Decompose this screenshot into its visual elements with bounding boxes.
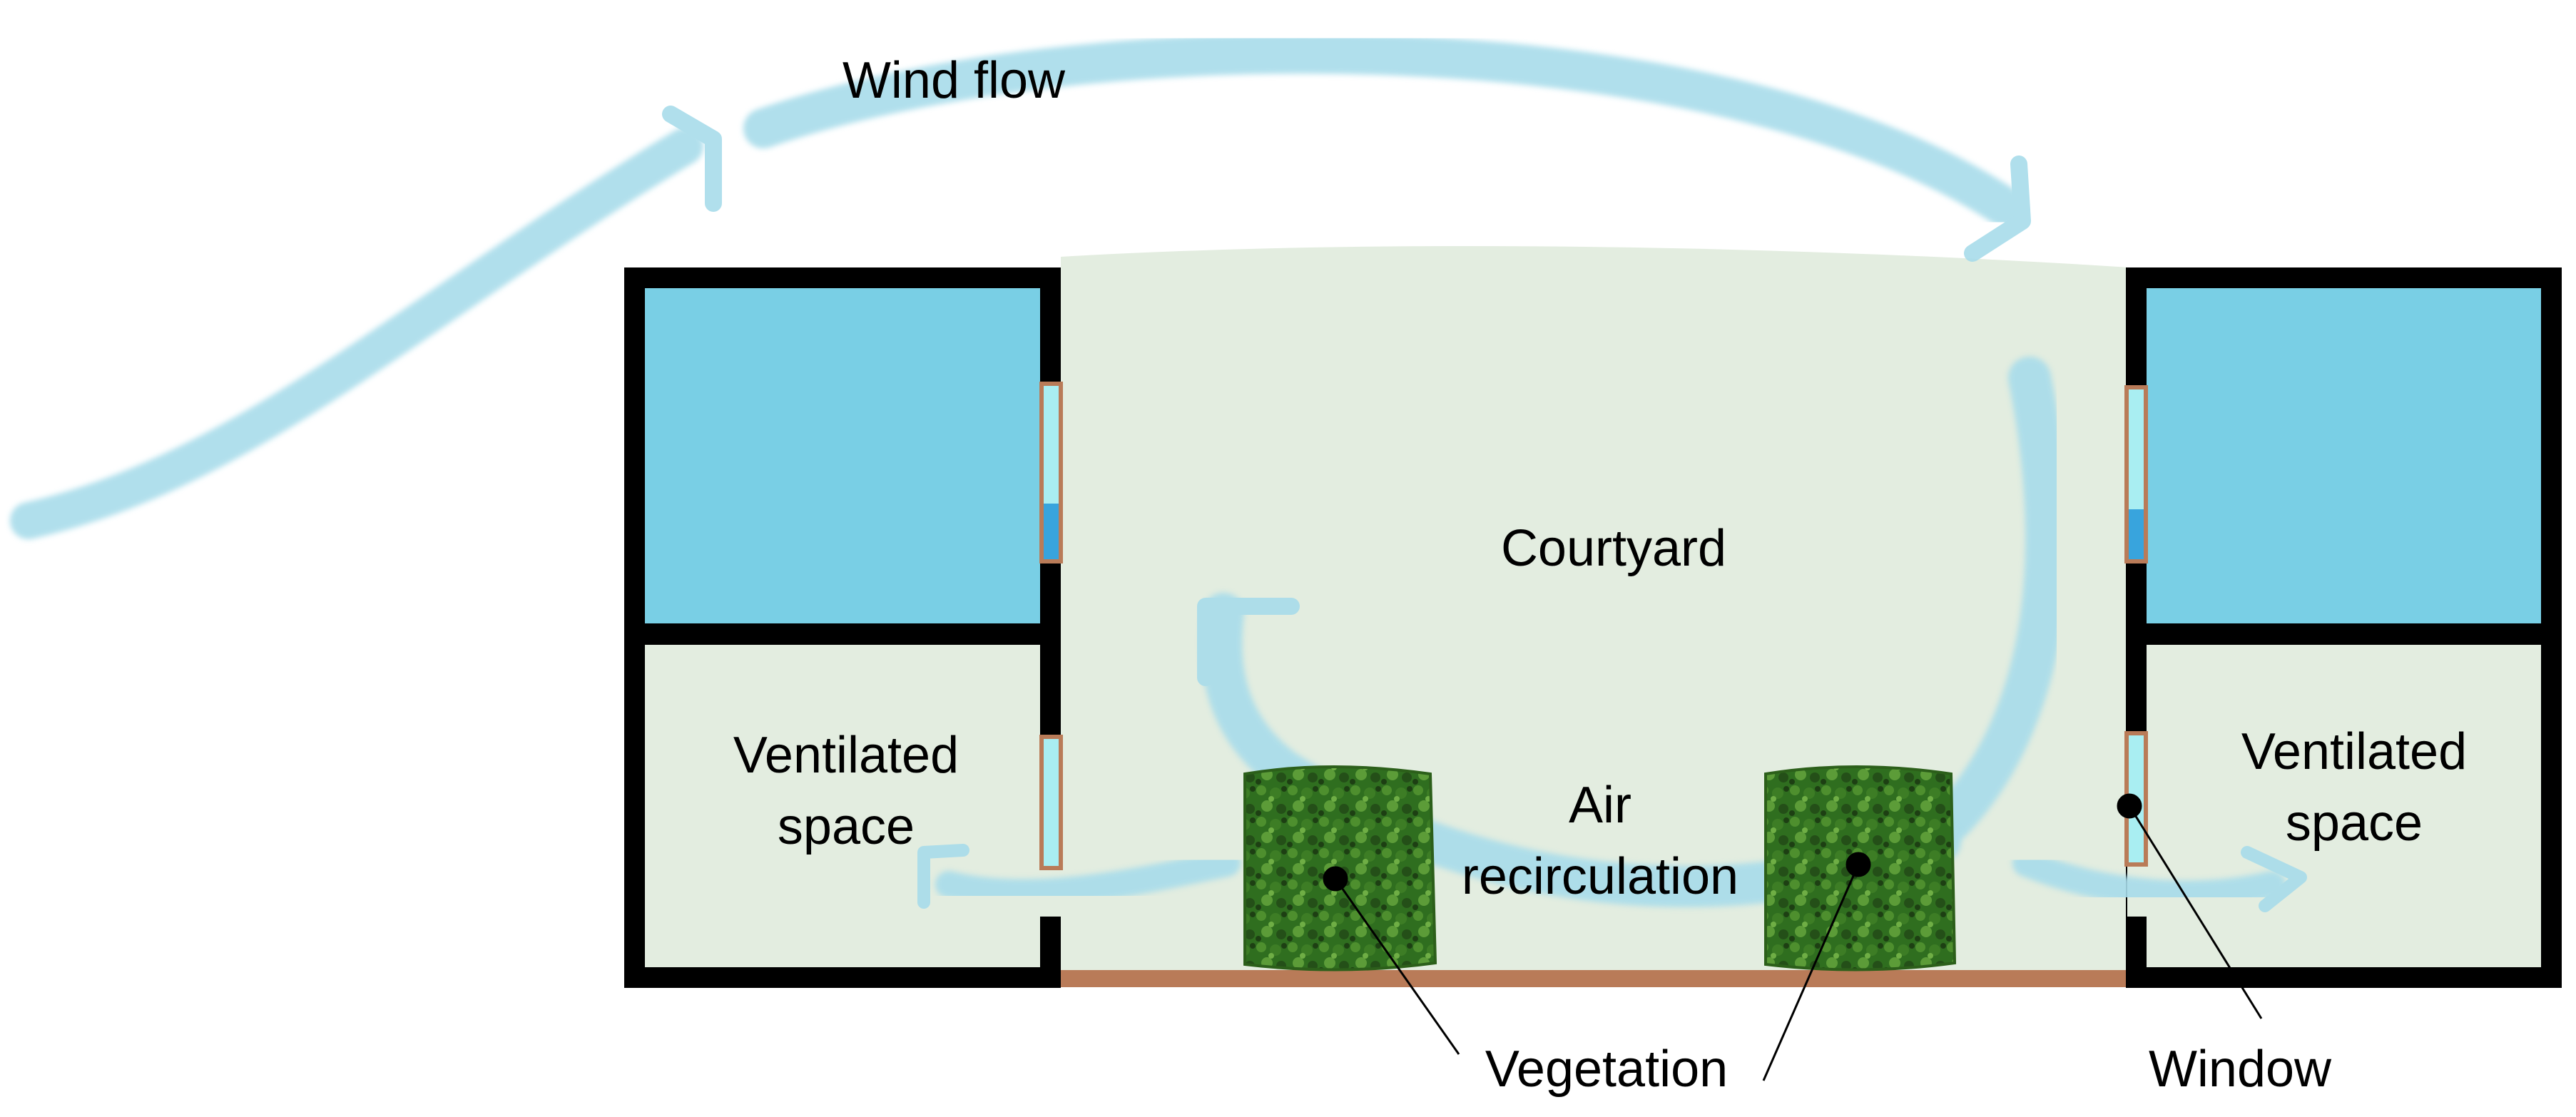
vegetation-label: Vegetation (1485, 1041, 1728, 1098)
window-label: Window (2149, 1041, 2332, 1098)
wind-flow-arrow-top (743, 34, 2025, 227)
left-ventilated-room (645, 645, 1040, 967)
left-upper-window-glass-dark (1044, 504, 1059, 559)
wind-flow-arrow-left (10, 128, 703, 539)
right-upper-room (2147, 288, 2541, 623)
ground-strip (1061, 970, 2131, 987)
window-dot (2117, 793, 2142, 819)
left-lower-window-glass (1044, 739, 1059, 866)
left-upper-window-glass (1044, 386, 1059, 504)
vegetation-leader-right (1762, 864, 1860, 1081)
wind-flow-arrowhead-top (1964, 155, 2031, 262)
left-upper-room (645, 288, 1040, 623)
annotation-leaders (1323, 793, 2263, 1081)
courtyard-label: Courtyard (1501, 520, 1726, 577)
ventilated-space-right-line1: Ventilated (2241, 723, 2467, 780)
labels: Wind flow Courtyard Ventilated space Ven… (733, 52, 2467, 1098)
vegetation-dot-right (1846, 852, 1871, 877)
right-upper-window-glass-dark (2129, 509, 2144, 559)
right-building (2124, 267, 2562, 988)
ventilated-space-right-line2: space (2286, 795, 2423, 852)
air-recirculation-line1: Air (1569, 777, 1631, 834)
left-building (624, 267, 1063, 988)
wind-flow-label: Wind flow (842, 52, 1066, 109)
window-leader (2128, 805, 2263, 1019)
vegetation-leader-left (1334, 878, 1460, 1055)
vegetation-dot-left (1323, 866, 1348, 892)
left-room-flow-arrowhead (917, 844, 969, 909)
air-recirculation-arrowhead (1197, 598, 1300, 686)
right-ventilated-room (2147, 645, 2541, 967)
air-recirculation-line2: recirculation (1462, 848, 1738, 905)
ventilated-space-left-line1: Ventilated (733, 727, 959, 784)
ventilated-space-left-line2: space (778, 798, 915, 855)
right-room-flow-arrowhead (2241, 846, 2307, 912)
wind-flow-arrowhead-left (662, 106, 722, 212)
right-upper-window-glass (2129, 389, 2144, 509)
right-room-flow-arrow (2012, 850, 2286, 908)
courtyard-descent-arrow (1930, 357, 2069, 842)
left-room-flow-arrow (935, 850, 1241, 907)
